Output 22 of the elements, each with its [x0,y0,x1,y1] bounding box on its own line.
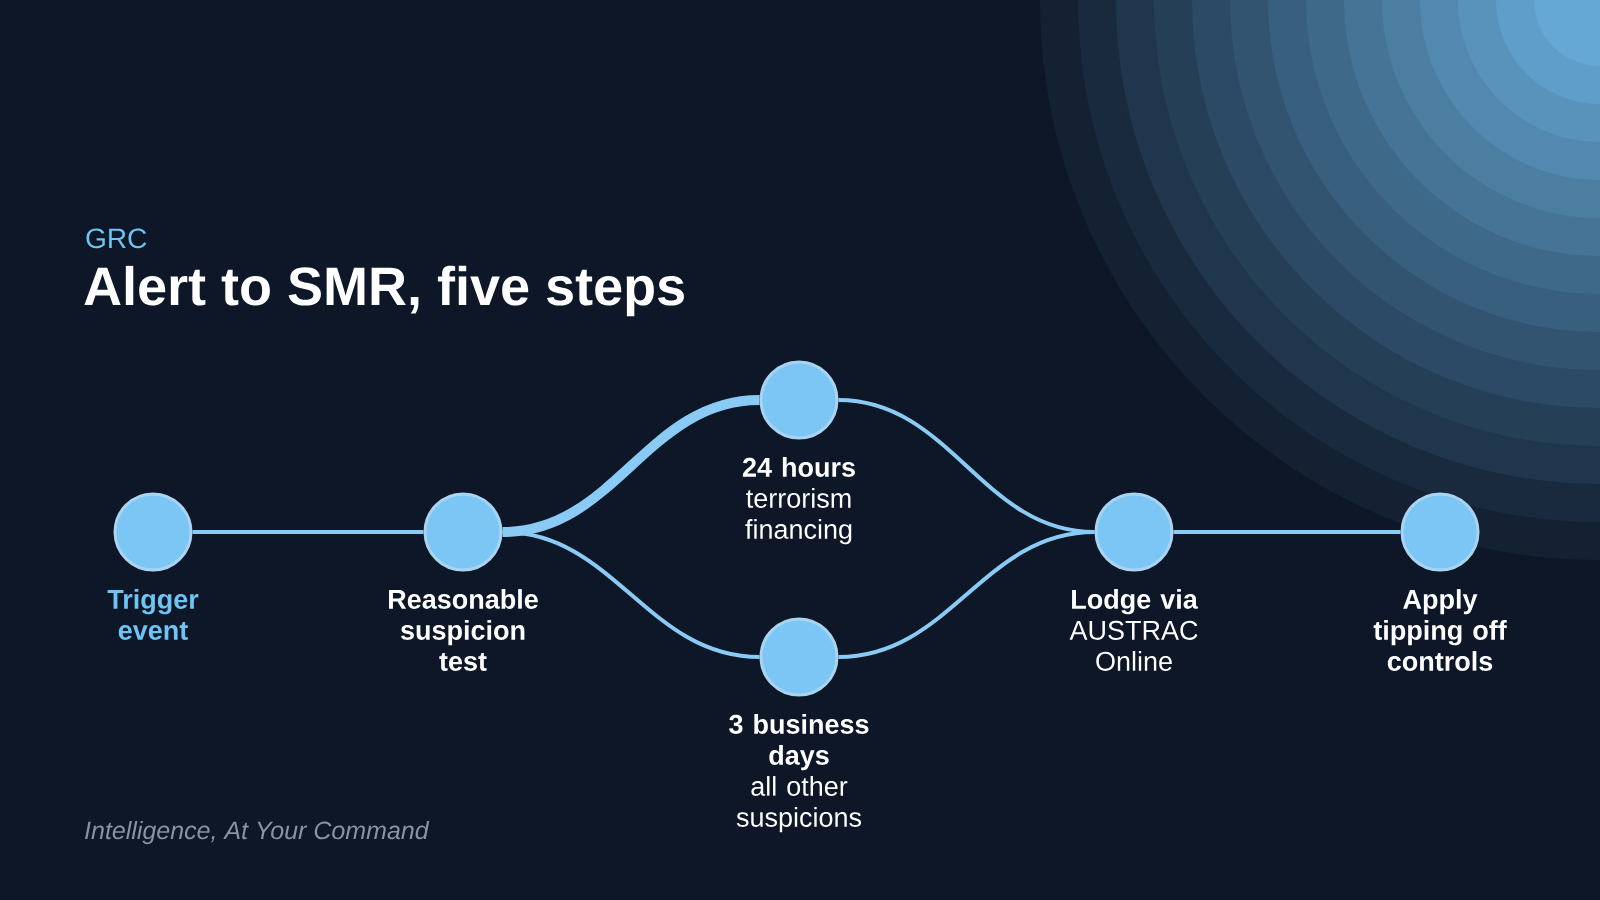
step-node: Reasonable suspicion test [389,492,538,671]
node-label: Reasonable suspicion test [389,589,538,671]
node-label: Lodge via [1072,589,1198,615]
node-label: terrorism financing [745,488,852,545]
section-label: GRC [86,228,147,249]
step-node: 24 hours terrorism financing [742,360,855,545]
flow-line [838,530,1095,659]
step-node: Lodge via AUSTRAC Online [1069,492,1198,671]
flow-line [502,530,760,659]
flow-line [192,530,424,534]
step-node: 3 business days all other suspicions [729,617,869,833]
node-label: all other suspicions [736,776,862,833]
step-node: Apply tipping off controls [1373,492,1507,671]
step-node: Trigger event [107,492,199,640]
title: Alert to SMR, five steps [84,265,684,317]
flow-line [1173,530,1401,534]
node-label: Trigger event [107,589,199,640]
node-label: Apply tipping off controls [1373,589,1507,671]
tagline: Intelligence, At Your Command [85,820,430,845]
node-label: 24 hours [742,457,855,477]
flow-line [502,395,760,537]
node-label: AUSTRAC Online [1069,620,1198,671]
